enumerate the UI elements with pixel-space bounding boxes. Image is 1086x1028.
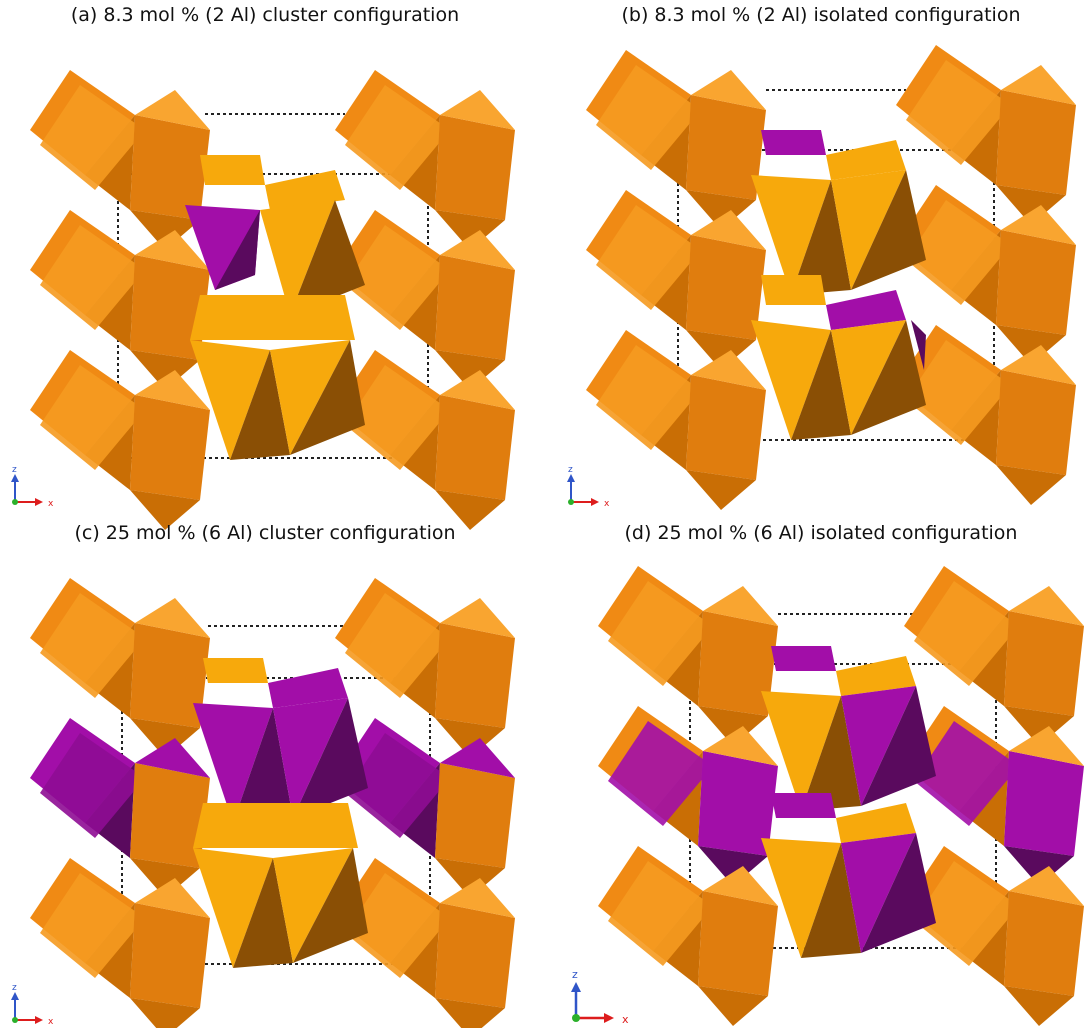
axis-origin [572, 1014, 580, 1022]
crystal-structure-view: z x [571, 566, 1084, 1026]
panel-b: (b) 8.3 mol % (2 Al) isolated configurat… [556, 0, 1086, 512]
panel-d: (d) 25 mol % (6 Al) isolated configurati… [556, 518, 1086, 1028]
outer-tetrahedra-stack [904, 846, 1084, 1026]
axis-triad: z x [11, 465, 54, 509]
axis-origin [12, 499, 18, 505]
unit-cell-box [677, 149, 995, 441]
center-tetrahedra-upper [751, 130, 926, 295]
axis-x-label: x [48, 1017, 54, 1027]
panel-caption: (a) 8.3 mol % (2 Al) cluster configurati… [70, 4, 460, 26]
panel-caption: (c) 25 mol % (6 Al) cluster configuratio… [74, 522, 456, 544]
outer-tetrahedra-stack [598, 846, 778, 1026]
crystal-structure-view: z x [567, 45, 1076, 510]
axis-x-arrowhead [604, 1013, 614, 1023]
outer-tetrahedra-stack [30, 210, 210, 390]
crystal-structure-view: z x [11, 70, 515, 530]
axis-triad: z x [11, 983, 54, 1027]
crystal-structure-view: z x [11, 578, 515, 1028]
outer-tetrahedra-stack-al [904, 706, 1084, 886]
axis-z-label: z [568, 465, 573, 475]
panel-c: (c) 25 mol % (6 Al) cluster configuratio… [0, 518, 530, 1028]
axis-x-arrowhead [35, 1016, 43, 1024]
panel-caption: (d) 25 mol % (6 Al) isolated configurati… [624, 522, 1018, 544]
center-tetrahedra-lower [761, 793, 936, 958]
outer-tetrahedra-stack [30, 70, 210, 250]
outer-tetrahedra-stack [30, 578, 210, 758]
outer-tetrahedra-stack-al [335, 718, 515, 898]
outer-tetrahedra-stack-al [598, 706, 778, 886]
axis-origin [568, 499, 574, 505]
axis-z-arrowhead [11, 474, 19, 482]
outer-tetrahedra-stack [30, 350, 210, 530]
panel-caption: (b) 8.3 mol % (2 Al) isolated configurat… [621, 4, 1021, 26]
outer-tetrahedra-stack [335, 858, 515, 1028]
panel-a: (a) 8.3 mol % (2 Al) cluster configurati… [0, 0, 530, 530]
outer-tetrahedra-stack [335, 578, 515, 758]
axis-z-arrowhead [11, 992, 19, 1000]
axis-z-label: z [572, 968, 578, 981]
axis-z-label: z [12, 465, 17, 475]
center-tetrahedra-upper [185, 155, 365, 315]
axis-triad: z x [571, 968, 629, 1026]
outer-tetrahedra-stack [30, 858, 210, 1028]
axis-x-label: x [48, 499, 54, 509]
axis-z-label: z [12, 983, 17, 993]
outer-tetrahedra-stack [586, 190, 766, 370]
outer-tetrahedra-stack [896, 45, 1076, 225]
axis-x-label: x [622, 1013, 629, 1026]
outer-tetrahedra-stack [896, 185, 1076, 365]
center-tetrahedra-upper [761, 646, 936, 811]
axis-origin [12, 1017, 18, 1023]
outer-tetrahedra-stack [335, 70, 515, 250]
outer-tetrahedra-stack [904, 566, 1084, 746]
outer-tetrahedra-stack-al [30, 718, 210, 898]
axis-x-arrowhead [35, 498, 43, 506]
outer-tetrahedra-stack [586, 330, 766, 510]
outer-tetrahedra-stack [586, 50, 766, 230]
outer-tetrahedra-stack [598, 566, 778, 746]
axis-x-label: x [604, 499, 610, 509]
axis-x-arrowhead [591, 498, 599, 506]
center-tetrahedra-lower [751, 275, 926, 440]
center-tetrahedra-upper [193, 658, 368, 823]
center-tetrahedra-lower [190, 295, 365, 460]
axis-triad: z x [567, 465, 610, 509]
outer-tetrahedra-stack [335, 210, 515, 390]
axis-z-arrowhead [571, 982, 581, 992]
axis-z-arrowhead [567, 474, 575, 482]
center-tetrahedra-lower [193, 803, 368, 968]
outer-tetrahedra-stack [335, 350, 515, 530]
